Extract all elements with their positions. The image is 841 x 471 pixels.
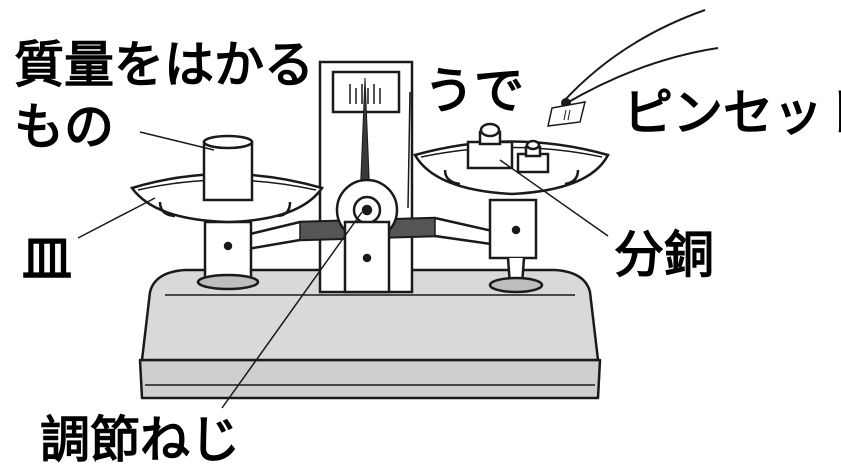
label-weight: 分銅	[614, 226, 714, 284]
tweezers-icon	[547, 9, 719, 127]
leader-lines	[77, 91, 609, 409]
label-arm: うで	[424, 62, 524, 120]
right-support	[488, 198, 544, 294]
balance-base	[138, 268, 602, 400]
left-support	[196, 220, 260, 291]
mass-object	[202, 134, 254, 202]
weight-large	[466, 122, 514, 170]
label-mass-object-line2: もの	[14, 98, 114, 156]
label-mass-object-line1: 質量をはかる	[14, 36, 314, 94]
center-pillar	[318, 60, 414, 294]
adjust-knob	[335, 178, 399, 294]
weight-small	[516, 139, 550, 174]
label-adjust-screw: 調節ねじ	[40, 411, 240, 469]
label-tweezers: ピンセット	[623, 84, 841, 142]
label-dish: 皿	[22, 230, 72, 288]
